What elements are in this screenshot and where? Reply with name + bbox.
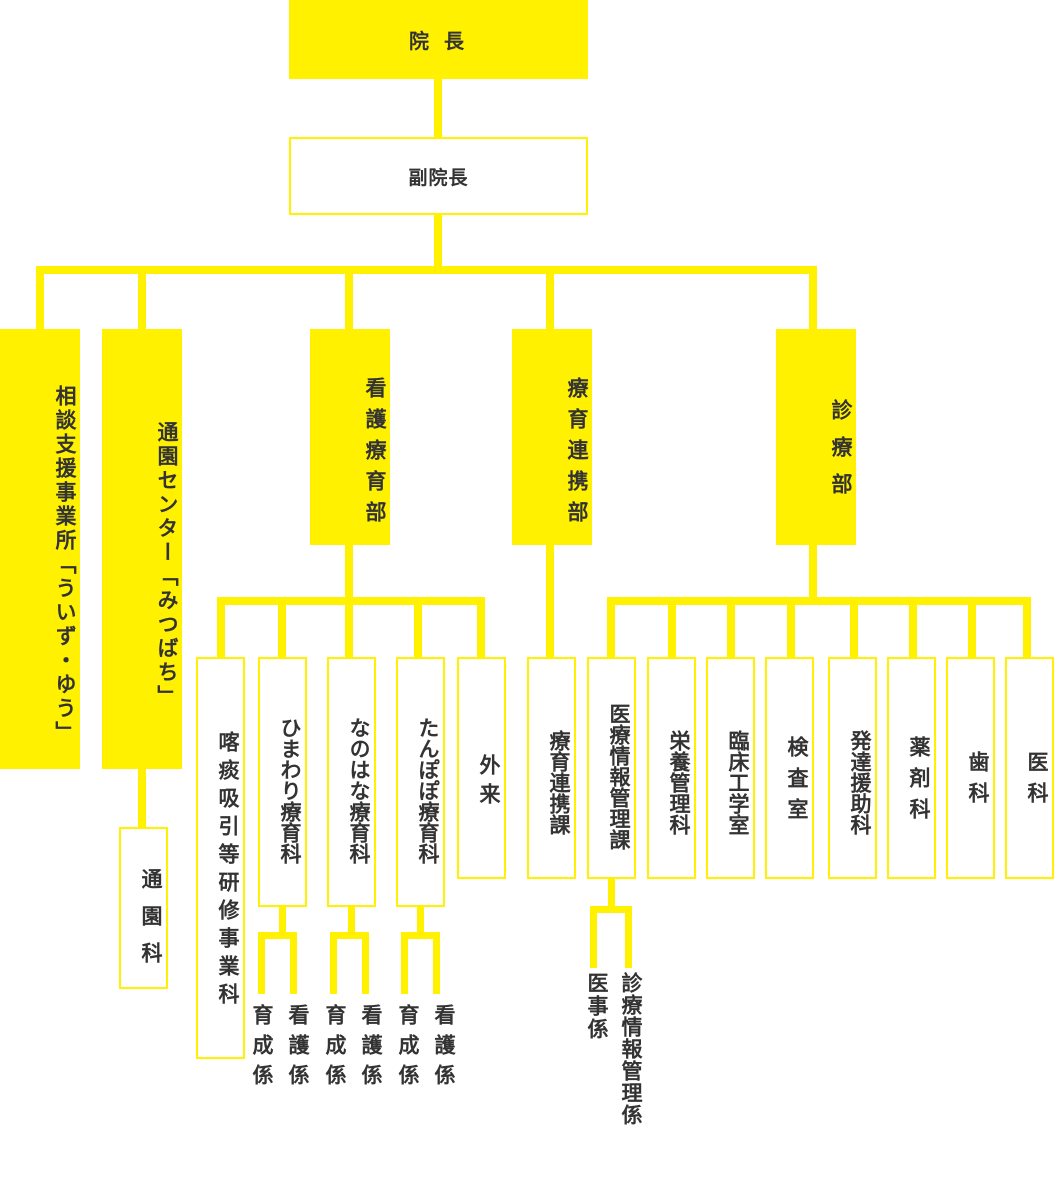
unit-tanpopo-ikusei: 育成係 (396, 1004, 420, 1094)
vice-director-label: 副院長 (408, 166, 469, 189)
section-ika: 医科 (1005, 657, 1054, 879)
dept-medical-label: 診療部 (829, 398, 853, 510)
dept-liaison-label: 療育連携部 (565, 376, 589, 532)
unit-iji: 医事係 (585, 972, 609, 1041)
section-nanohana-label: なのはな療育科 (347, 716, 371, 864)
section-shika: 歯科 (946, 657, 995, 879)
section-iryo-joho: 医療情報管理課 (587, 657, 636, 879)
section-himawari: ひまわり療育科 (258, 657, 307, 907)
section-yakuzai-label: 薬剤科 (907, 735, 931, 829)
unit-nanohana-kango: 看護係 (359, 1004, 383, 1094)
section-hattatsu: 発達援助科 (828, 657, 877, 879)
vice-director-box: 副院長 (289, 137, 588, 215)
unit-himawari-kango: 看護係 (286, 1004, 310, 1094)
dept-nursing-label: 看護療育部 (363, 376, 387, 532)
section-kensa-label: 検査室 (785, 735, 809, 829)
section-kakutan-label: 喀痰吸引等研修事業科 (216, 731, 240, 1011)
section-tsuen-label: 通園科 (139, 867, 163, 979)
unit-himawari-ikusei: 育成係 (250, 1004, 274, 1094)
section-shika-label: 歯科 (966, 751, 990, 813)
unit-tanpopo-kango: 看護係 (432, 1004, 456, 1094)
director-label: 院 長 (409, 29, 468, 53)
section-gairai: 外来 (457, 657, 506, 879)
dept-consult: 相談支援事業所「ういず・ゆう」 (0, 329, 80, 769)
unit-shinryo-joho: 診療情報管理係 (619, 972, 643, 1126)
section-tsuen: 通園科 (119, 827, 168, 989)
section-gairai-label: 外来 (477, 754, 501, 812)
section-rinsho-label: 臨床工学室 (726, 729, 750, 835)
director-box: 院 長 (289, 0, 588, 79)
dept-center-label: 通園センター「みつばち」 (155, 421, 179, 709)
section-iryo-joho-label: 医療情報管理課 (607, 702, 631, 850)
unit-nanohana-ikusei: 育成係 (323, 1004, 347, 1094)
section-eiyo: 栄養管理科 (647, 657, 696, 879)
dept-nursing: 看護療育部 (310, 329, 390, 545)
section-eiyo-label: 栄養管理科 (667, 729, 691, 835)
section-kakutan: 喀痰吸引等研修事業科 (196, 657, 245, 1059)
section-kensa: 検査室 (765, 657, 814, 879)
section-ika-label: 医科 (1025, 751, 1049, 813)
section-nanohana: なのはな療育科 (327, 657, 376, 907)
dept-liaison: 療育連携部 (512, 329, 592, 545)
section-hattatsu-label: 発達援助科 (848, 729, 872, 835)
section-yakuzai: 薬剤科 (887, 657, 936, 879)
section-tanpopo: たんぽぽ療育科 (396, 657, 445, 907)
section-rinsho: 臨床工学室 (706, 657, 755, 879)
dept-medical: 診療部 (776, 329, 856, 545)
dept-center: 通園センター「みつばち」 (102, 329, 182, 769)
dept-consult-label: 相談支援事業所「ういず・ゆう」 (53, 385, 77, 745)
section-renkei-label: 療育連携課 (547, 729, 571, 835)
section-tanpopo-label: たんぽぽ療育科 (416, 716, 440, 864)
section-himawari-label: ひまわり療育科 (278, 716, 302, 864)
section-renkei: 療育連携課 (527, 657, 576, 879)
